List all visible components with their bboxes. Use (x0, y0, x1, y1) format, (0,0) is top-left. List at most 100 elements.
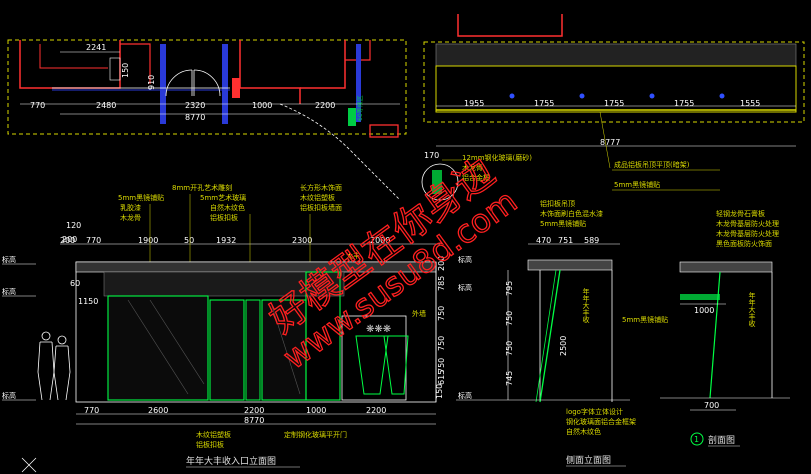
front-callout-4: 乳胶漆 (120, 203, 141, 212)
front-bottom-dim-3: 2200 (244, 406, 264, 415)
plan-dim-top: 2241 (86, 43, 106, 52)
side-beam (527, 259, 613, 271)
front-bottom-callout-1: 木纹铝塑板 (196, 430, 231, 439)
front-right-dim-2: 785 (437, 276, 446, 291)
ucs-icon (21, 457, 37, 473)
front-side-label-1: 外墙 (412, 309, 426, 318)
section-fill (680, 294, 720, 300)
detail-circle (421, 163, 459, 201)
front-callout-9: 木纹铝塑板 (300, 193, 335, 202)
ceiling-wall (457, 14, 563, 37)
front-level-3: 标高 (2, 391, 16, 400)
side-center-dim: 2500 (559, 336, 568, 356)
detail-fill (432, 170, 442, 194)
front-planter (383, 335, 409, 395)
side-callout-1: 铝扣板吊顶 (540, 199, 575, 208)
plan-glass (160, 44, 166, 124)
side-left-dim-1: 795 (505, 281, 514, 296)
front-right-dim-3: 750 (437, 306, 446, 321)
plan-frame (7, 39, 407, 135)
ceiling-dim-total: 8777 (600, 138, 620, 147)
ceiling-note-1: 成品铝板吊顶平顶(暗架) (614, 160, 690, 169)
section-callout-1: 轻钢龙骨石膏板 (716, 209, 765, 218)
front-top-dim-7: 2000 (370, 236, 390, 245)
section-view: 轻钢龙骨石膏板 木龙骨基层防火处理 木龙骨基层防火处理 黑色面板防火饰面 100… (660, 209, 790, 447)
front-callout-2: 8mm开孔艺术雕刻 (172, 183, 232, 192)
plan-dim-2: 2480 (96, 101, 116, 110)
section-dim-width: 1000 (694, 306, 714, 315)
front-bottom-dim-1: 770 (84, 406, 99, 415)
front-top-dim-1: 200 (60, 236, 75, 245)
ceiling-dim-left: 170 (424, 151, 439, 160)
plan-wall (39, 44, 108, 69)
plan-leader (279, 103, 401, 201)
plan-dim-small: 150 (121, 63, 130, 78)
front-left-dim-3: 60 (70, 279, 80, 288)
front-left-dim-4: 1150 (78, 297, 98, 306)
plan-door-swing (193, 69, 221, 97)
front-right-dim-4: 750 (437, 336, 446, 351)
ceiling-panel (435, 65, 797, 113)
side-vertical-text: 年年大丰收 (582, 287, 590, 324)
front-glass-panel (107, 295, 209, 401)
plan-wall (300, 40, 346, 89)
side-top-dim-2: 751 (558, 236, 573, 245)
plan-door-swing (165, 69, 193, 97)
plan-dim-5: 2200 (315, 101, 335, 110)
front-callout-3: 5mm艺术玻璃 (200, 193, 246, 202)
side-left-dim-4: 745 (505, 371, 514, 386)
front-top-dim-6: 2300 (292, 236, 312, 245)
front-planter (355, 335, 389, 395)
plan-dim-total: 8770 (185, 113, 205, 122)
floor-plan: 2241 150 910 770 2480 2320 1000 2200 877… (7, 39, 407, 201)
plan-wall (120, 43, 151, 84)
front-callout-5: 木龙骨 (120, 213, 141, 222)
ceiling-light (579, 93, 585, 99)
section-callout-4: 黑色面板防火饰面 (716, 239, 772, 248)
side-elevation: 铝扣板吊顶 木饰面刷白色混水漆 5mm黑镜铺贴 470 751 589 795 … (456, 199, 668, 467)
front-right-dim-5: 750 (437, 358, 446, 373)
front-fascia (103, 271, 345, 297)
section-dim-bottom: 700 (704, 401, 719, 410)
front-right-dim-7: 150 (435, 384, 444, 399)
side-elevation-title: 侧面立面图 (566, 454, 611, 466)
front-level-1: 标高 (2, 255, 16, 264)
front-plant: ❋❋❋ (366, 324, 391, 335)
ceiling-dim-2: 1755 (534, 99, 554, 108)
front-bottom-callout-3: 定制钢化玻璃平开门 (284, 430, 347, 439)
side-bottom-callout-2: 钢化玻璃面铝合金框架 (566, 417, 636, 426)
front-bottom-dim-4: 1000 (306, 406, 326, 415)
front-glass-hatch (271, 305, 301, 395)
front-left-dim-2: 200 (62, 235, 77, 244)
front-level-2: 标高 (2, 287, 16, 296)
side-level-1: 标高 (458, 255, 472, 264)
ceiling-light (649, 93, 655, 99)
ceiling-light (509, 93, 515, 99)
side-left-dim-3: 750 (505, 341, 514, 356)
front-door (305, 271, 341, 401)
ceiling-leader (599, 111, 611, 169)
section-callout-3: 木龙骨基层防火处理 (716, 229, 779, 238)
ceiling-dim-5: 1555 (740, 99, 760, 108)
ceiling-dim-1: 1955 (464, 99, 484, 108)
front-people (37, 331, 71, 401)
front-glass-panel (245, 299, 261, 401)
plan-glass (222, 44, 228, 124)
ceiling-dim-4: 1755 (674, 99, 694, 108)
plan-box (109, 57, 121, 81)
side-level-2: 标高 (458, 283, 472, 292)
plan-wall (345, 40, 371, 61)
side-callout-3: 5mm黑镜铺贴 (540, 219, 586, 228)
section-vertical-text: 年年大丰收 (748, 291, 756, 328)
section-marker: 1 (694, 435, 699, 444)
front-right-dim-1: 200 (437, 256, 446, 271)
front-callout-1: 5mm黑镜铺贴 (118, 193, 164, 202)
front-bottom-dim-5: 2200 (366, 406, 386, 415)
detail-label-2: 木龙骨 (462, 163, 483, 172)
ceiling-hatch (435, 43, 797, 67)
side-top-dim-3: 589 (584, 236, 599, 245)
front-top-dim-5: 1932 (216, 236, 236, 245)
front-glass-hatch (149, 299, 205, 385)
plan-green-text: 60等候区 (356, 95, 364, 121)
